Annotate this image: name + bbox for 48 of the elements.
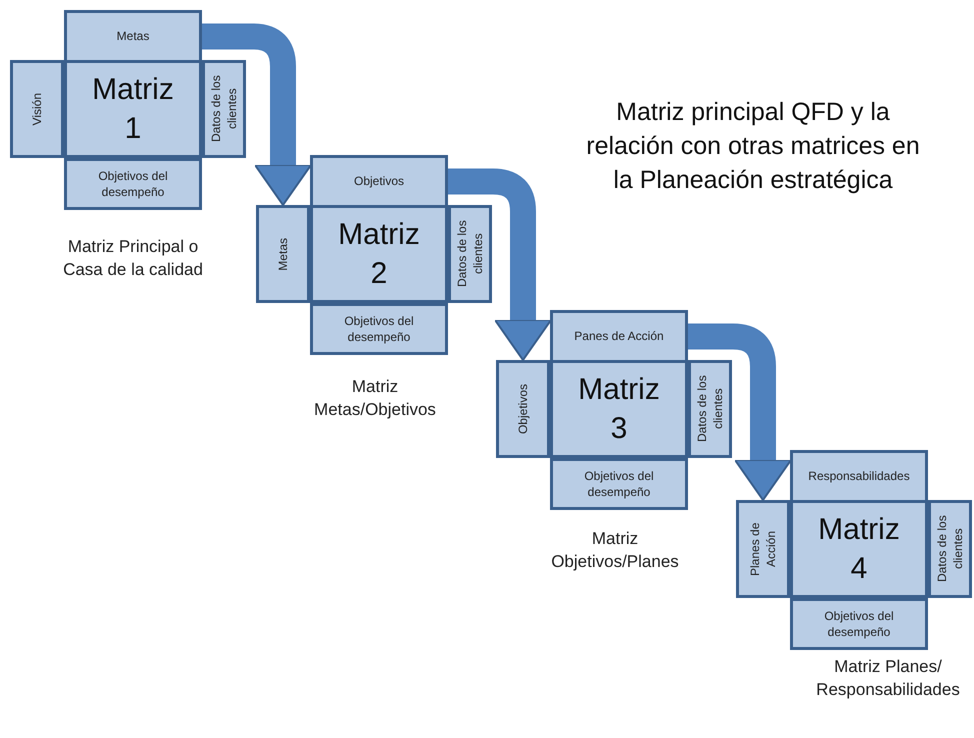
matrix-caption: Matriz Planes/ Responsabilidades — [815, 656, 961, 701]
matrix-field-label: Objetivos del desempeño — [343, 312, 415, 346]
matrix-field-label: Metas — [274, 238, 291, 270]
matrix-title: Matriz 2 — [337, 217, 421, 292]
curved-arrow — [448, 168, 552, 361]
matrix-field-label: Datos de los clientes — [454, 220, 486, 290]
matrix-side-box — [256, 205, 310, 303]
matrix-box — [550, 360, 688, 458]
matrix-side-box — [64, 10, 202, 63]
matrix-box — [790, 500, 928, 598]
matrix-field-label: Visión — [28, 92, 45, 126]
matrix-side-box — [550, 310, 688, 363]
matrix-title: Matriz 3 — [577, 372, 661, 447]
matrix-field-label: Objetivos — [354, 173, 404, 190]
matrix-side-box — [736, 500, 790, 598]
matrix-side-box — [202, 60, 246, 158]
matrix-field-label: Datos de los clientes — [934, 514, 966, 584]
matrix-caption: Matriz Metas/Objetivos — [313, 376, 437, 421]
matrix-side-box — [790, 450, 928, 503]
matrix-field-label: Objetivos del desempeño — [583, 468, 655, 500]
matrix-field-label: Objetivos del desempeño — [97, 168, 169, 200]
matrix-side-box — [550, 458, 688, 510]
matrix-side-box — [310, 303, 448, 355]
matrix-side-box — [928, 500, 972, 598]
matrix-box — [64, 60, 202, 158]
matrix-box — [310, 205, 448, 303]
matrix-side-box — [448, 205, 492, 303]
matrix-side-box — [10, 60, 64, 158]
matrix-side-box — [310, 155, 448, 208]
matrix-caption: Matriz Objetivos/Planes — [550, 528, 680, 573]
matrix-field-label: Datos de los clientes — [208, 74, 240, 144]
curved-arrow — [688, 324, 792, 501]
matrix-field-label: Metas — [116, 28, 150, 45]
matrix-field-label: Datos de los clientes — [694, 374, 726, 444]
matrix-side-box — [64, 158, 202, 210]
matrix-side-box — [790, 598, 928, 650]
diagram-title: Matriz principal QFD y la relación con otras matrices en la Planeación estratégica — [585, 97, 921, 196]
matrix-field-label: Objetivos — [514, 384, 531, 434]
curved-arrow — [202, 24, 312, 206]
matrix-field-label: Objetivos del desempeño — [823, 608, 895, 640]
matrix-field-label: Responsabilidades — [808, 468, 910, 485]
matrix-caption: Matriz Principal o Casa de la calidad — [62, 236, 204, 281]
matrix-title: Matriz 1 — [91, 72, 175, 147]
matrix-title: Matriz 4 — [817, 512, 901, 587]
matrix-field-label: Planes de Acción — [746, 521, 779, 578]
matrix-side-box — [688, 360, 732, 458]
matrix-field-label: Panes de Acción — [574, 328, 664, 345]
matrix-side-box — [496, 360, 550, 458]
